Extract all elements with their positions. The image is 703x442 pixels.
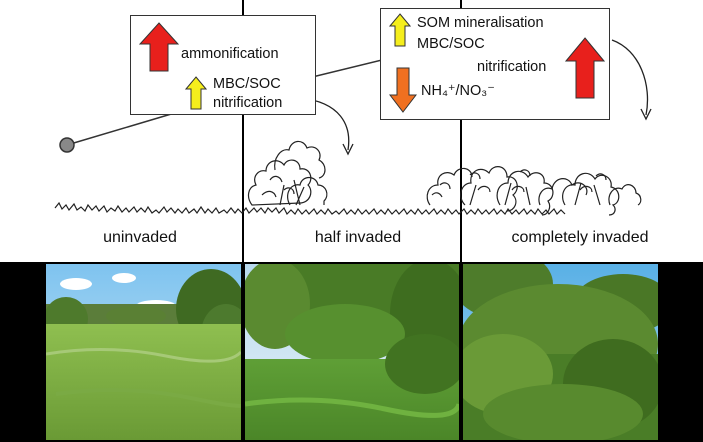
photo-uninvaded [46, 264, 241, 440]
large-up-arrow-icon [139, 22, 179, 72]
photo-completely-invaded [463, 264, 658, 440]
small-up-arrow-icon [185, 76, 207, 110]
mbc-soc-label: MBC/SOC [213, 76, 281, 92]
mbc-soc-label: MBC/SOC [417, 36, 485, 52]
curved-arrow-head [342, 143, 354, 156]
ground-grass [54, 201, 566, 216]
column-label-uninvaded: uninvaded [103, 229, 177, 246]
shrub-drawing [426, 166, 642, 216]
column-label-completely-invaded: completely invaded [511, 229, 649, 246]
effects-box-invaded: SOM mineralisation MBC/SOC nitrification… [380, 8, 610, 120]
curved-arrow-head [640, 108, 652, 121]
shrub-drawing [247, 140, 328, 206]
nitrification-label: nitrification [477, 59, 547, 75]
som-mineralisation-label: SOM mineralisation [417, 15, 544, 31]
small-up-arrow-icon [389, 13, 411, 47]
ammonification-label: ammonification [181, 46, 279, 62]
large-up-arrow-icon [565, 37, 605, 99]
column-label-half-invaded: half invaded [314, 229, 402, 246]
connector-dot [59, 137, 75, 153]
down-arrow-icon [389, 67, 417, 113]
nh4-no3-label: NH₄⁺/NO₃⁻ [421, 83, 495, 99]
photo-half-invaded [245, 264, 459, 440]
effects-box-uninvaded: ammonification MBC/SOC nitrification [130, 15, 316, 115]
nitrification-label: nitrification [213, 95, 283, 111]
